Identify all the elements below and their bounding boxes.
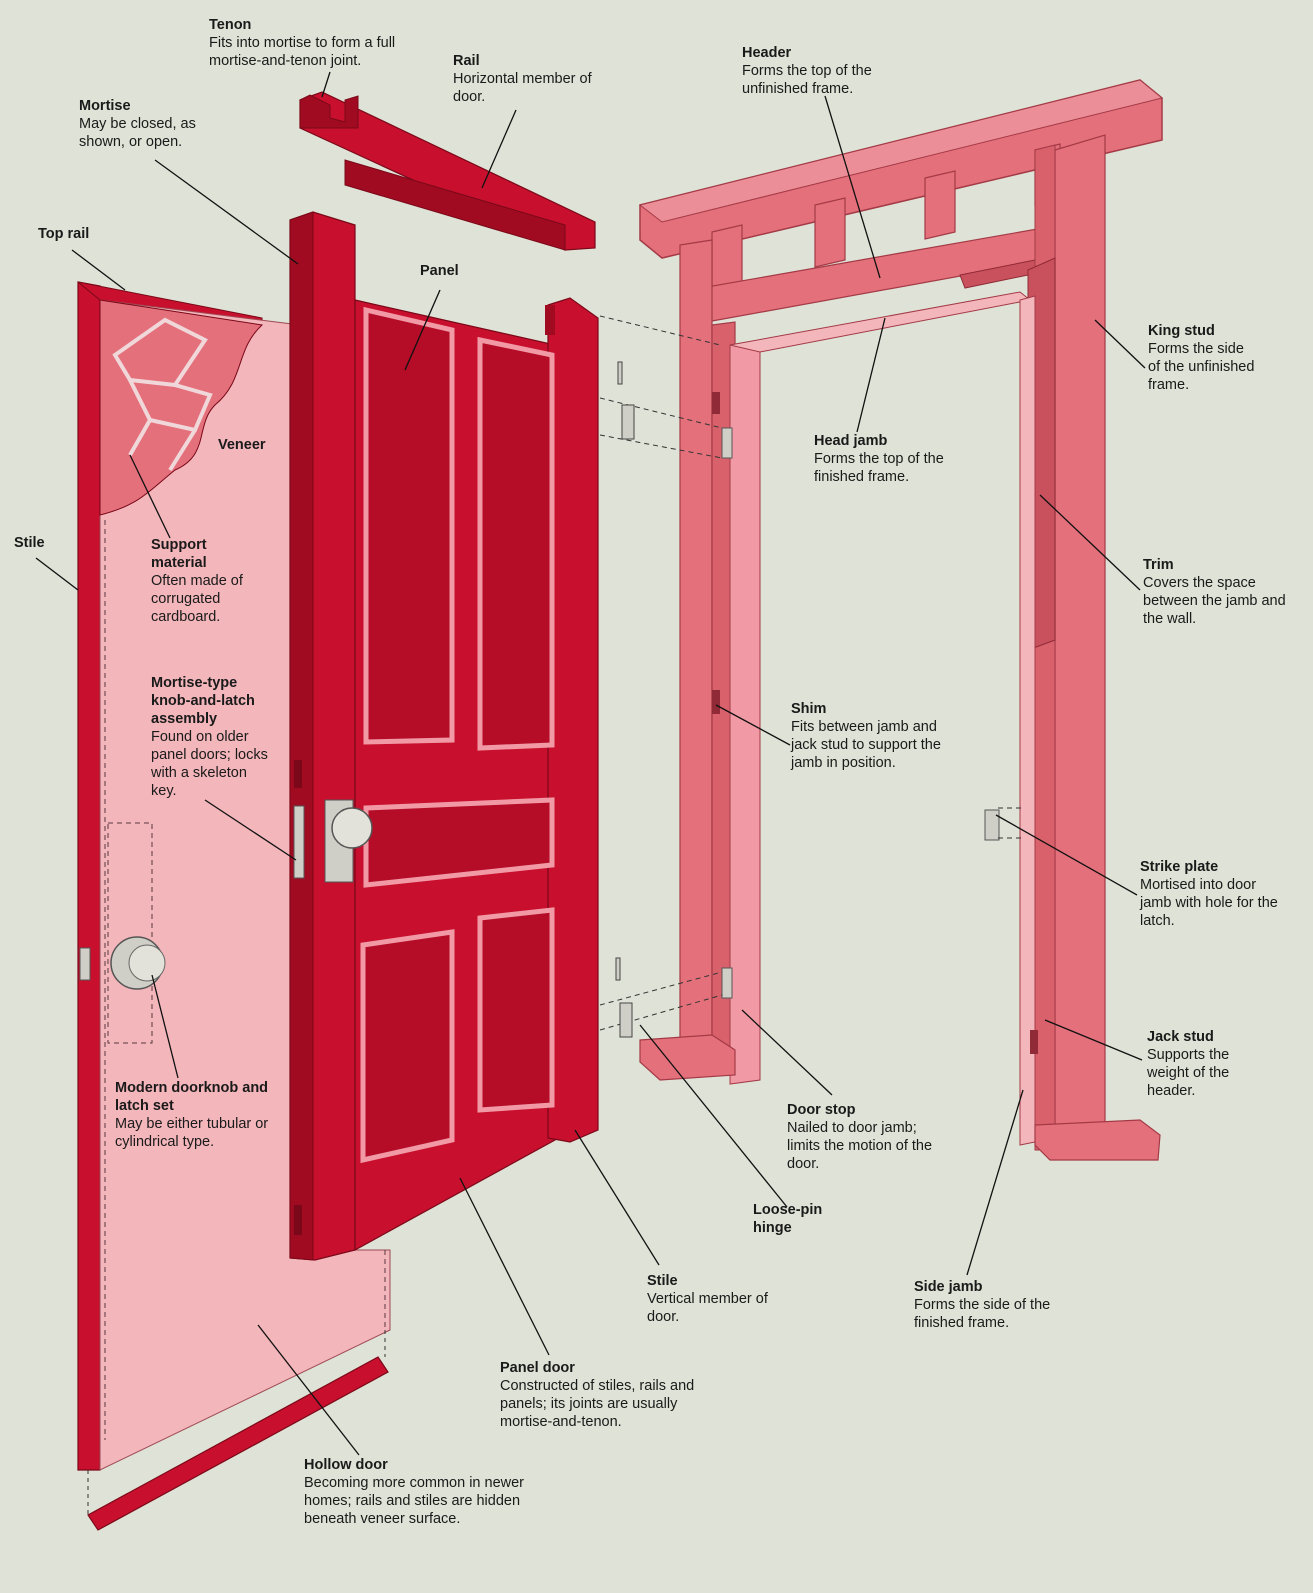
label-jack-stud: Jack stud Supports the weight of the hea… bbox=[1147, 1028, 1257, 1100]
label-side-jamb-title: Side jamb bbox=[914, 1279, 983, 1295]
label-panel-door: Panel door Constructed of stiles, rails … bbox=[500, 1359, 710, 1431]
label-side-jamb-desc: Forms the side of the finished frame. bbox=[914, 1297, 1051, 1331]
label-stile-left: Stile bbox=[14, 534, 74, 552]
label-tenon-title: Tenon bbox=[209, 17, 252, 33]
mortise-knob bbox=[331, 807, 373, 849]
label-modern-knob-title: Modern doorknob and latch set bbox=[115, 1080, 269, 1114]
label-support-material: Support material Often made of corrugate… bbox=[151, 536, 261, 626]
label-strike-desc: Mortised into door jamb with hole for th… bbox=[1140, 877, 1278, 929]
label-rail-desc: Horizontal member of door. bbox=[453, 71, 592, 105]
label-trim: Trim Covers the space between the jamb a… bbox=[1143, 556, 1293, 628]
right-side-jamb bbox=[1019, 295, 1036, 1146]
label-door-stop-desc: Nailed to door jamb; limits the motion o… bbox=[787, 1120, 933, 1172]
label-top-rail: Top rail bbox=[38, 225, 138, 243]
label-tenon-desc: Fits into mortise to form a full mortise… bbox=[209, 35, 396, 69]
panel-door bbox=[289, 211, 599, 1261]
label-shim: Shim Fits between jamb and jack stud to … bbox=[791, 700, 951, 772]
hollow-door-stile bbox=[77, 281, 101, 1471]
sole-plate-left bbox=[639, 1034, 736, 1081]
label-side-jamb: Side jamb Forms the side of the finished… bbox=[914, 1278, 1074, 1332]
right-king-stud bbox=[1054, 134, 1106, 1156]
label-modern-knob-desc: May be either tubular or cylindrical typ… bbox=[115, 1116, 269, 1150]
label-hollow-door: Hollow door Becoming more common in newe… bbox=[304, 1456, 574, 1528]
panel-door-right-stile bbox=[547, 297, 599, 1143]
label-hollow-door-desc: Becoming more common in newer homes; rai… bbox=[304, 1475, 525, 1527]
label-mortise-knob-desc: Found on older panel doors; locks with a… bbox=[151, 729, 268, 799]
label-trim-title: Trim bbox=[1143, 557, 1174, 573]
tenon bbox=[299, 94, 359, 129]
label-king-stud-desc: Forms the side of the unfinished frame. bbox=[1148, 341, 1255, 393]
label-header-desc: Forms the top of the unfinished frame. bbox=[742, 63, 872, 97]
label-modern-knob: Modern doorknob and latch set May be eit… bbox=[115, 1079, 290, 1151]
label-jack-stud-desc: Supports the weight of the header. bbox=[1147, 1047, 1230, 1099]
label-jack-stud-title: Jack stud bbox=[1147, 1029, 1214, 1045]
label-strike-title: Strike plate bbox=[1140, 859, 1219, 875]
label-veneer: Veneer bbox=[218, 436, 298, 454]
label-mortise-knob: Mortise-type knob-and-latch assembly Fou… bbox=[151, 674, 276, 800]
label-stile-center: Stile Vertical member of door. bbox=[647, 1272, 787, 1326]
label-stile-center-desc: Vertical member of door. bbox=[647, 1291, 768, 1325]
label-top-rail-title: Top rail bbox=[38, 226, 90, 242]
label-support-desc: Often made of corrugated cardboard. bbox=[151, 573, 243, 625]
label-tenon: Tenon Fits into mortise to form a full m… bbox=[209, 16, 439, 70]
label-loose-pin-title: Loose-pin hinge bbox=[753, 1202, 823, 1236]
label-panel-title: Panel bbox=[420, 263, 459, 279]
support-material bbox=[99, 299, 264, 516]
label-door-stop-title: Door stop bbox=[787, 1102, 856, 1118]
label-panel-door-title: Panel door bbox=[500, 1360, 575, 1376]
label-stile-left-title: Stile bbox=[14, 535, 45, 551]
label-header: Header Forms the top of the unfinished f… bbox=[742, 44, 912, 98]
rail-piece bbox=[299, 91, 596, 251]
label-rail: Rail Horizontal member of door. bbox=[453, 52, 603, 106]
label-head-jamb-title: Head jamb bbox=[814, 433, 888, 449]
label-mortise: Mortise May be closed, as shown, or open… bbox=[79, 97, 229, 151]
label-strike-plate: Strike plate Mortised into door jamb wit… bbox=[1140, 858, 1290, 930]
label-trim-desc: Covers the space between the jamb and th… bbox=[1143, 575, 1286, 627]
label-mortise-desc: May be closed, as shown, or open. bbox=[79, 116, 196, 150]
hollow-door-bottom-rail bbox=[87, 1356, 389, 1531]
sole-plate-right bbox=[1034, 1119, 1161, 1161]
door-frame bbox=[638, 79, 1164, 1161]
label-panel-door-desc: Constructed of stiles, rails and panels;… bbox=[500, 1378, 695, 1430]
label-mortise-knob-title: Mortise-type knob-and-latch assembly bbox=[151, 675, 255, 727]
label-shim-title: Shim bbox=[791, 701, 827, 717]
left-king-stud bbox=[679, 239, 713, 1051]
leader-lines bbox=[35, 71, 1146, 1456]
label-king-stud-title: King stud bbox=[1148, 323, 1215, 339]
label-door-stop: Door stop Nailed to door jamb; limits th… bbox=[787, 1101, 947, 1173]
label-head-jamb-desc: Forms the top of the finished frame. bbox=[814, 451, 944, 485]
panels bbox=[360, 306, 555, 1164]
label-panel: Panel bbox=[420, 262, 500, 280]
hollow-door bbox=[77, 281, 391, 1531]
label-header-title: Header bbox=[742, 45, 792, 61]
left-side-jamb bbox=[729, 339, 761, 1085]
alignment-lines bbox=[599, 315, 1025, 1031]
shim bbox=[712, 690, 720, 714]
jamb-hinge-bottom bbox=[721, 967, 733, 999]
label-shim-desc: Fits between jamb and jack stud to suppo… bbox=[791, 719, 941, 771]
label-king-stud: King stud Forms the side of the unfinish… bbox=[1148, 322, 1258, 394]
loose-pin-hinges bbox=[615, 361, 635, 1038]
label-support-title: Support material bbox=[151, 537, 207, 571]
label-loose-pin-hinge: Loose-pin hinge bbox=[753, 1201, 843, 1237]
label-mortise-title: Mortise bbox=[79, 98, 131, 114]
label-veneer-title: Veneer bbox=[218, 437, 266, 453]
label-head-jamb: Head jamb Forms the top of the finished … bbox=[814, 432, 974, 486]
label-stile-center-title: Stile bbox=[647, 1273, 678, 1289]
strike-plate bbox=[984, 809, 1000, 841]
jamb-hinge-top bbox=[721, 427, 733, 459]
label-rail-title: Rail bbox=[453, 53, 480, 69]
label-hollow-door-title: Hollow door bbox=[304, 1457, 388, 1473]
